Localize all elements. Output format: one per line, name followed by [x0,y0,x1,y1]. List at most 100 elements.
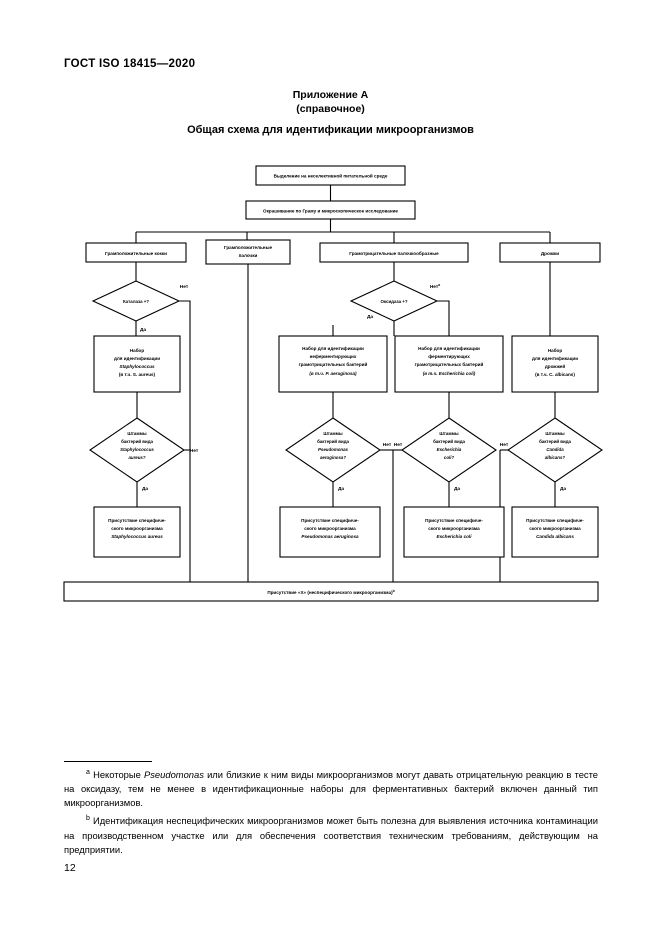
node-result-ecoli-label-2: ского микроорганизма [428,526,480,531]
node-gram-pos-rods-label-1: Грамположительные [224,245,273,250]
node-start-box [255,165,406,186]
footnote-a-text-1: Некоторые [93,769,144,781]
node-result-staph-label-1: Присутствие специфиче- [108,517,166,523]
node-q-ecoli-label-2: бактерий вида [433,439,465,444]
node-gram-pos-rods-label-2: палочки [239,253,258,258]
edge-label-qecoli-no: Нет [394,442,403,448]
node-kit-nonferm-label-4: (в т.ч. P. aeruginosa) [309,371,357,376]
node-q-staph-label-2: бактерий вида [121,439,153,444]
node-oxidase-label: Оксидаза +? [380,299,407,304]
edge-label-qecoli-yes: Да [454,486,460,492]
node-result-ecoli-box [403,506,505,558]
node-kit-ferm-box [394,335,504,393]
node-gram-neg-rods-label: Грамотрицательные палочкообразные [349,250,439,256]
node-kit-yeast-label-4: (в т.ч. C. albicans) [535,372,575,377]
edge-gramstain-bus [136,219,550,233]
footnote-a-mark: a [86,769,90,776]
edge-oxidase-no [437,300,450,336]
node-q-ecoli-label-1: Штаммы [439,431,459,436]
edge-label-qcandida-yes: Да [560,486,566,492]
node-kit-yeast-label-2: для идентификации [532,355,578,361]
node-q-candida-label-4: albicans? [545,455,566,460]
node-result-nonspecific-label: Присутствие «Х» (неспецифического микроо… [267,589,394,595]
edge-label-qpseudo-no: Нет [383,442,392,448]
node-q-staph-label-3: Staphylococcus [120,447,154,452]
node-gram-pos-cocci-label: Грамположительные кокки [105,251,167,256]
node-yeast-label: Дрожжи [541,251,559,256]
edge-catalase-no [179,300,191,582]
node-kit-yeast-label-3: дрожжей [545,363,565,369]
node-q-staph-label-4: aureus? [128,455,145,460]
node-kit-nonferm-label-1: Набор для идентификации [302,345,364,351]
node-result-nonspecific-box [63,581,599,602]
node-q-candida-label-2: бактерий вида [539,439,571,444]
node-q-ecoli-label-4: coli? [444,455,455,460]
node-result-staph-box [93,506,181,558]
node-start-label: Выделение на неселективной питательной с… [274,173,388,179]
node-kit-nonferm-label-3: грамотрицательных бактерий [299,361,368,367]
node-q-pseudo-label-3: Pseudomonas [318,447,349,452]
edge-label-catalase-no: Нет [180,284,189,290]
annex-heading: Приложение А (справочное) [0,88,661,116]
node-q-ecoli-label-3: Escherichia [437,447,462,452]
node-kit-staph-label-2: для идентификации [114,355,160,361]
node-kit-ferm-label-3: грамотрицательных бактерий [415,361,484,367]
node-catalase-label: Каталаза +? [123,299,149,304]
edge-label-oxidase-yes: Да [367,314,373,320]
node-gramstain-label: Окрашивание по Граму и микроскопическое … [263,209,398,214]
footnote-b-text-1: Идентификация неспецифических микроорган… [64,815,598,855]
node-gramstain-box [245,200,416,220]
node-result-pseudo-label-2: ского микроорганизма [304,526,356,531]
node-oxidase-diamond [349,280,439,322]
page-number: 12 [64,862,76,874]
node-gram-pos-rods-box [205,239,291,265]
annex-title-line: Приложение А [292,89,369,101]
node-result-ecoli-label-1: Присутствие специфиче- [425,517,483,523]
footnote-b-mark: b [86,815,90,823]
node-result-ecoli-label-3: Escherichia coli [437,534,473,539]
footnote-b: b Идентификация неспецифических микроорг… [64,812,598,856]
footnote-a-italic-1: Pseudomonas [143,769,204,781]
node-q-pseudo-label-2: бактерий вида [317,439,349,444]
node-q-staph-diamond [89,417,185,483]
node-q-pseudo-diamond [285,417,381,483]
node-kit-yeast-box [511,335,599,393]
footnote-divider [64,761,152,762]
scheme-title: Общая схема для идентификации микроорган… [187,124,474,136]
edge-label-catalase-yes: Да [140,327,146,333]
node-q-candida-diamond [507,417,603,483]
node-gram-pos-cocci-box [85,242,187,263]
node-kit-staph-label-3: Staphylococcus [119,364,155,369]
node-result-staph-label-3: Staphylococcus aureus [111,534,163,539]
node-result-staph-label-2: ского микроорганизма [111,526,163,531]
node-q-pseudo-label-4: aeruginosa? [320,455,346,460]
edge-oxidase-yes [332,321,395,336]
footnote-a-text-2: или близкие к ним виды микроорганизмов м… [64,769,599,809]
node-q-candida-label-3: Candida [546,447,564,452]
node-kit-staph-box [93,335,181,393]
node-kit-ferm-label-4: (в т.ч. Escherichia coli) [423,371,476,376]
node-q-staph-label-1: Штаммы [127,431,147,436]
node-result-pseudo-label-1: Присутствие специфиче- [301,517,359,523]
node-yeast-box [499,242,601,263]
edge-label-qstaph-yes: Да [142,486,148,492]
node-kit-staph-label-1: Набор [130,347,145,353]
node-catalase-diamond [91,280,181,322]
node-result-pseudo-label-3: Pseudomonas aeruginosa [301,534,359,539]
node-result-candida-label-2: ского микроорганизма [529,526,581,531]
footnotes-block: a Некоторые Pseudomonas или близкие к ни… [64,766,598,859]
node-q-ecoli-diamond [401,417,497,483]
node-result-candida-box [511,506,599,558]
edge-label-qpseudo-yes: Да [338,486,344,492]
standard-header: ГОСТ ISO 18415—2020 [64,58,196,70]
node-kit-yeast-label-1: Набор [548,347,563,353]
node-kit-nonferm-label-2: неферментирующих [310,353,357,359]
node-kit-nonferm-box [278,335,388,393]
node-kit-ferm-label-1: Набор для идентификации [418,345,480,351]
node-gram-neg-rods-box [319,242,469,263]
edge-label-qcandida-no: Нет [500,442,509,448]
node-result-pseudo-box [279,506,381,558]
annex-subtitle-line: (справочное) [296,103,365,115]
node-q-pseudo-label-1: Штаммы [323,431,343,436]
node-kit-staph-label-4: (в т.ч. S. aureus) [119,372,156,377]
